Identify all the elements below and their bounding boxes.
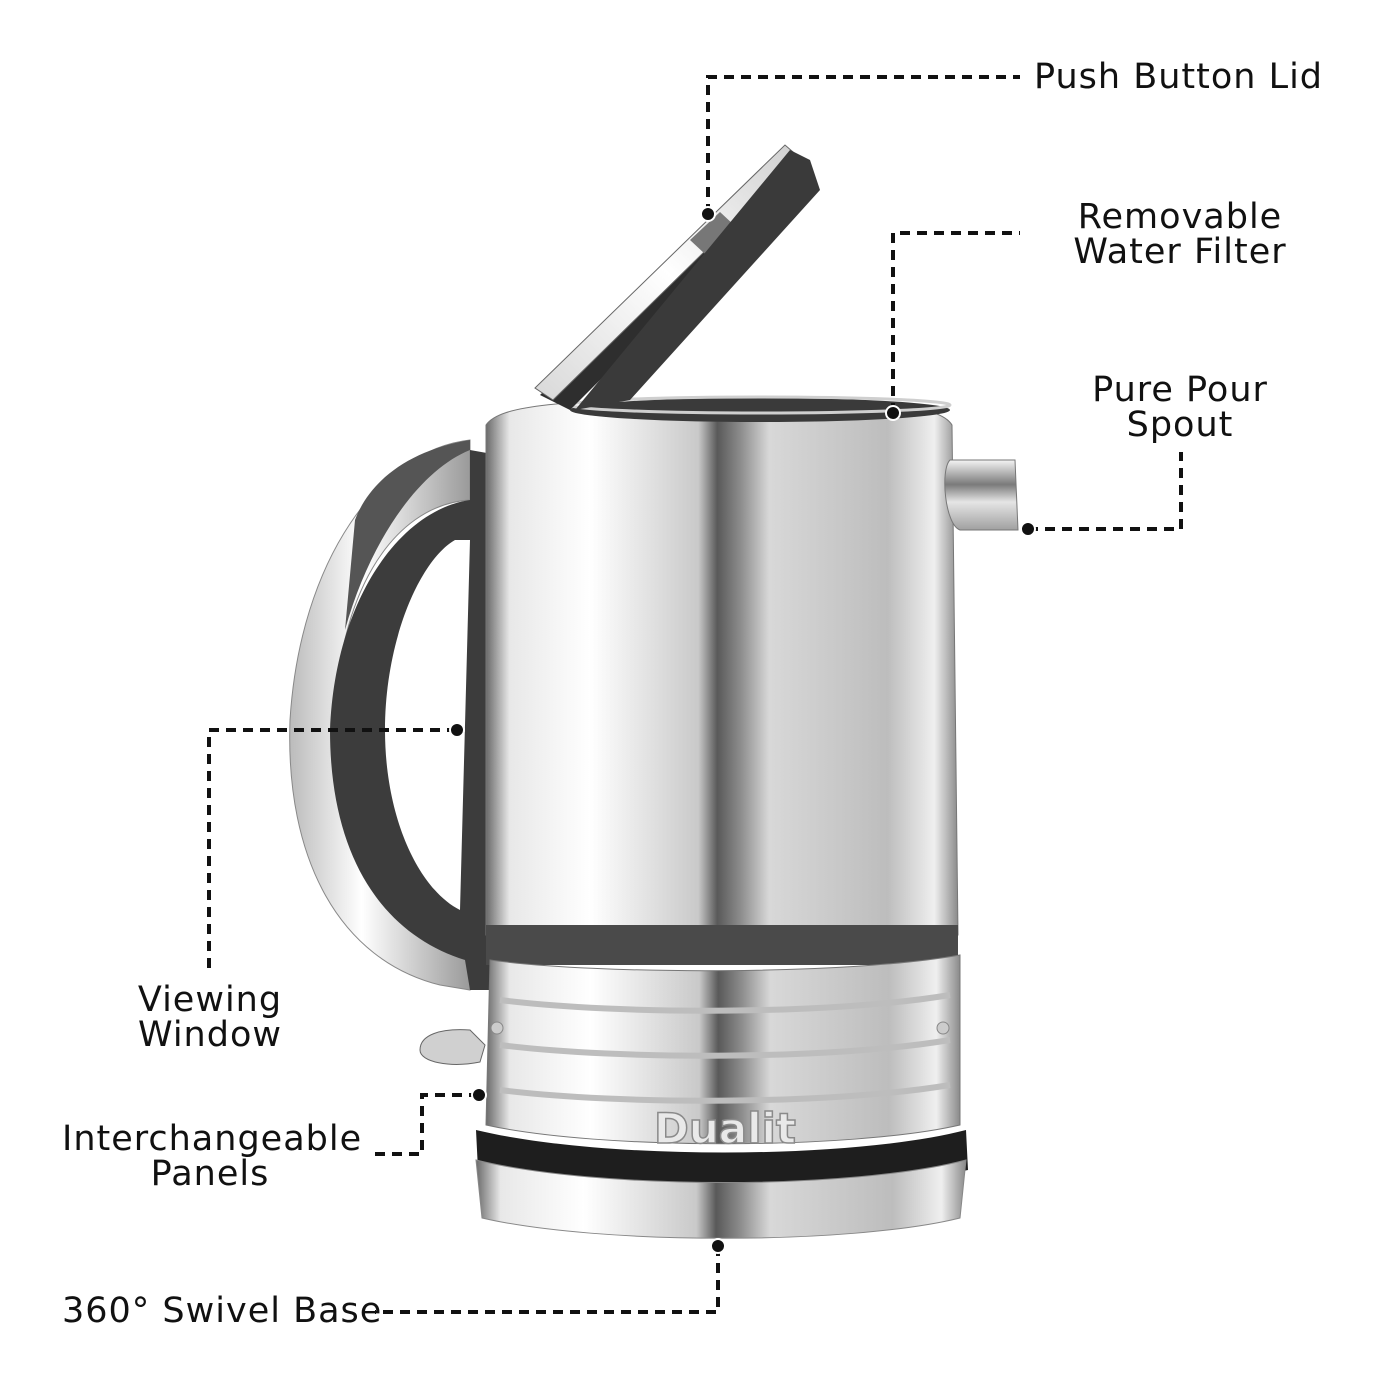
callout-text: Pure Pour: [1092, 370, 1268, 410]
callout-pure-pour-spout: Pure Pour Spout: [1080, 373, 1280, 443]
brand-logo: Dualit: [654, 1104, 796, 1153]
anchor-dot-panels: [471, 1087, 487, 1103]
callout-text: Interchangeable: [62, 1119, 363, 1159]
anchor-dot-window: [449, 722, 465, 738]
callout-text: Water Filter: [1073, 232, 1287, 272]
callout-interchangeable-panels: Interchangeable Panels: [62, 1119, 363, 1194]
interchangeable-panel: Dualit: [485, 954, 961, 1154]
callout-text: 360° Swivel Base: [62, 1291, 383, 1331]
callout-text: Spout: [1126, 405, 1234, 445]
callout-text: Push Button Lid: [1034, 57, 1324, 97]
swivel-base: [475, 1130, 968, 1239]
anchor-dot-spout: [1020, 521, 1036, 537]
leader-lines: [207, 75, 1183, 1314]
callout-text: Panels: [150, 1154, 270, 1194]
callout-removable-water-filter: Removable Water Filter: [1060, 200, 1300, 270]
anchor-dot-lid: [700, 206, 716, 222]
callout-text: Window: [137, 1015, 282, 1055]
panel-trim: [486, 925, 958, 965]
kettle-body: [485, 395, 959, 936]
lid: [534, 144, 820, 410]
callout-viewing-window: Viewing Window: [120, 983, 300, 1053]
anchor-dots: [449, 206, 1036, 1254]
callout-swivel-base: 360° Swivel Base: [62, 1294, 382, 1329]
callout-text: Removable: [1077, 197, 1283, 237]
handle: [289, 439, 498, 991]
spout: [944, 459, 1019, 531]
callout-text: Viewing: [137, 980, 283, 1020]
anchor-dot-filter: [885, 405, 901, 421]
power-switch: [419, 1029, 486, 1065]
anchor-dot-base: [710, 1238, 726, 1254]
callout-push-button-lid: Push Button Lid: [1034, 60, 1323, 95]
